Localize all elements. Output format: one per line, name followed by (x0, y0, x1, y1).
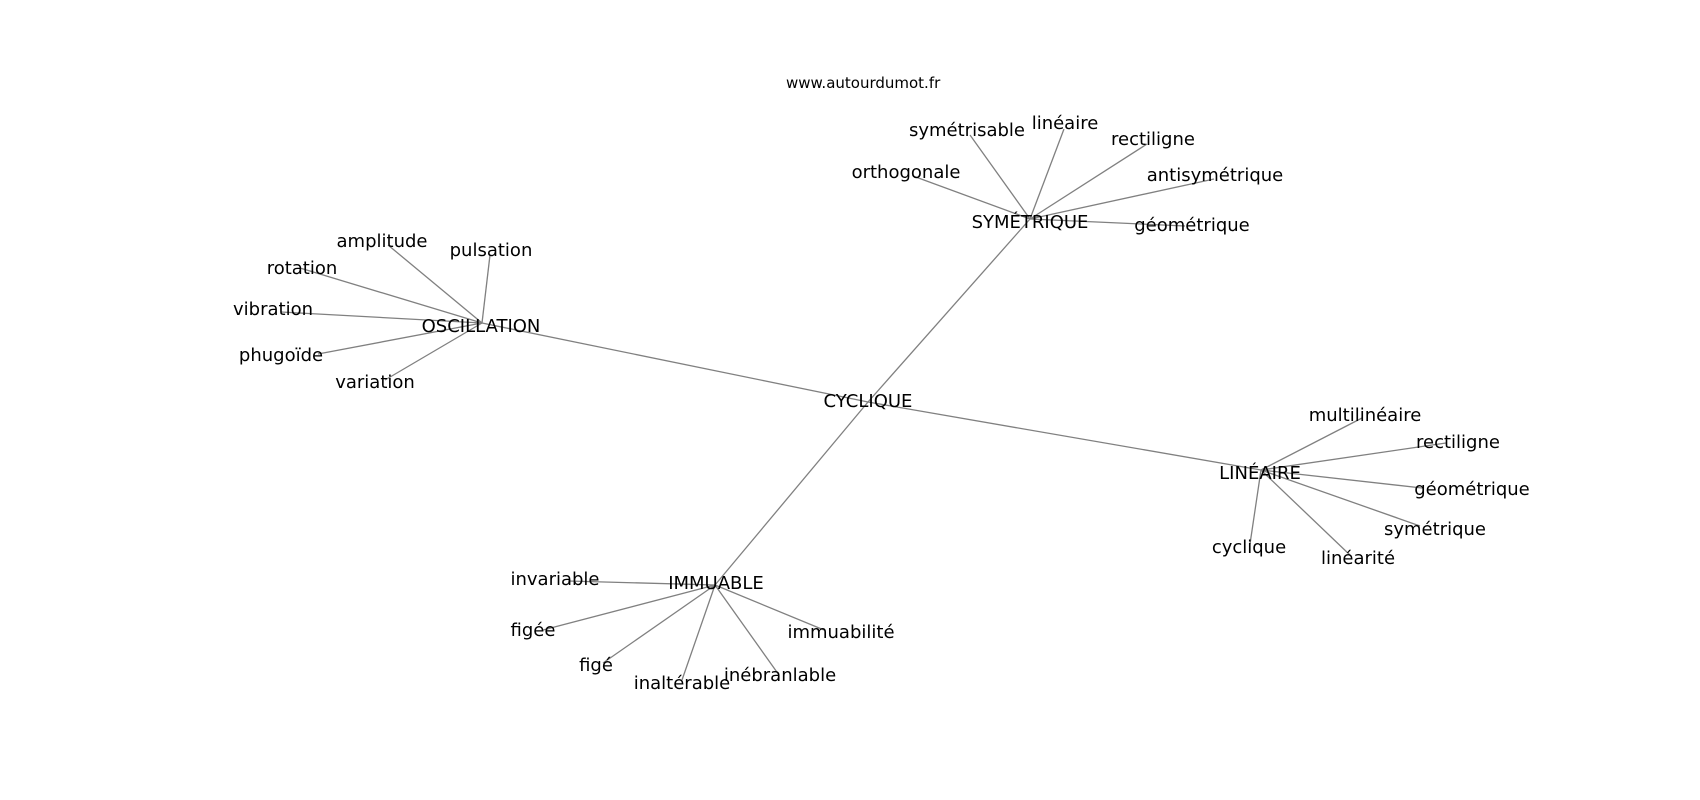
node-immuable-immuabilite[interactable]: immuabilité (787, 622, 894, 643)
node-immuable-inebranlable[interactable]: inébranlable (724, 665, 836, 686)
edge-symetrique-antisymetrique (1029, 178, 1215, 220)
node-symetrique-antisymetrique[interactable]: antisymétrique (1147, 165, 1284, 186)
edge-lineaire-rectiligne (1260, 442, 1447, 471)
node-oscillation-phugoide[interactable]: phugoïde (239, 345, 323, 366)
node-symetrique-rectiligne[interactable]: rectiligne (1111, 129, 1195, 150)
node-oscillation-pulsation[interactable]: pulsation (450, 240, 533, 261)
node-oscillation-vibration[interactable]: vibration (233, 299, 313, 320)
node-lineaire-rectiligne[interactable]: rectiligne (1416, 432, 1500, 453)
edge-center-oscillation (481, 322, 869, 403)
edge-oscillation-phugoide (317, 322, 483, 355)
edge-lineaire-symetrique (1260, 469, 1421, 527)
node-immuable-inalterable[interactable]: inaltérable (634, 673, 731, 694)
edge-center-immuable (714, 401, 869, 586)
node-symetrique-symetrisable[interactable]: symétrisable (909, 120, 1025, 141)
node-symetrique-geometrique[interactable]: géométrique (1134, 215, 1250, 236)
node-symetrique-orthogonale[interactable]: orthogonale (852, 162, 961, 183)
edge-lineaire-linearite (1260, 469, 1352, 557)
node-symetrique-lineaire[interactable]: linéaire (1032, 113, 1099, 134)
node-lineaire-cyclique[interactable]: cyclique (1212, 537, 1286, 558)
node-immuable-fige[interactable]: figé (579, 655, 613, 676)
graph-edges (280, 128, 1447, 681)
edge-immuable-fige (602, 584, 716, 664)
node-lineaire-symetrique[interactable]: symétrique (1384, 519, 1486, 540)
node-oscillation-rotation[interactable]: rotation (267, 258, 338, 279)
node-lineaire-linearite[interactable]: linéarité (1321, 548, 1395, 569)
node-hub-oscillation[interactable]: OSCILLATION (422, 316, 541, 337)
site-credit: www.autourdumot.fr (786, 74, 941, 92)
node-hub-symetrique[interactable]: SYMÉTRIQUE (972, 211, 1089, 233)
node-center-cyclique[interactable]: CYCLIQUE (824, 391, 913, 412)
edge-symetrique-rectiligne (1029, 143, 1148, 220)
edge-oscillation-rotation (299, 267, 483, 324)
edge-symetrique-geometrique (1029, 218, 1186, 227)
edge-oscillation-vibration (280, 311, 483, 324)
edge-immuable-inalterable (681, 584, 716, 681)
node-immuable-figee[interactable]: figée (511, 620, 556, 641)
node-lineaire-multilineaire[interactable]: multilinéaire (1309, 405, 1422, 426)
node-hub-immuable[interactable]: IMMUABLE (668, 573, 764, 594)
edge-lineaire-geometrique (1260, 469, 1423, 489)
edge-center-symetrique (867, 218, 1031, 403)
edge-lineaire-cyclique (1249, 469, 1262, 545)
node-immuable-invariable[interactable]: invariable (510, 569, 599, 590)
edge-center-lineaire (867, 401, 1262, 471)
edge-oscillation-variation (384, 322, 483, 381)
edge-symetrique-lineaire (1029, 128, 1065, 220)
graph-labels: CYCLIQUE SYMÉTRIQUE symétrisable linéaire re… (233, 113, 1530, 694)
node-oscillation-amplitude[interactable]: amplitude (337, 231, 428, 252)
edge-symetrique-symetrisable (969, 134, 1031, 220)
edge-oscillation-amplitude (387, 244, 483, 324)
node-oscillation-variation[interactable]: variation (335, 372, 415, 393)
edge-immuable-immuabilite (714, 584, 825, 631)
node-lineaire-geometrique[interactable]: géométrique (1414, 479, 1530, 500)
edge-lineaire-multilineaire (1260, 417, 1363, 471)
edge-immuable-invariable (567, 580, 716, 586)
node-hub-lineaire[interactable]: LINÉAIRE (1219, 462, 1301, 484)
edge-symetrique-orthogonale (912, 175, 1031, 220)
edge-oscillation-pulsation (481, 254, 491, 324)
edge-immuable-figee (542, 584, 716, 631)
edge-immuable-inebranlable (714, 584, 780, 676)
